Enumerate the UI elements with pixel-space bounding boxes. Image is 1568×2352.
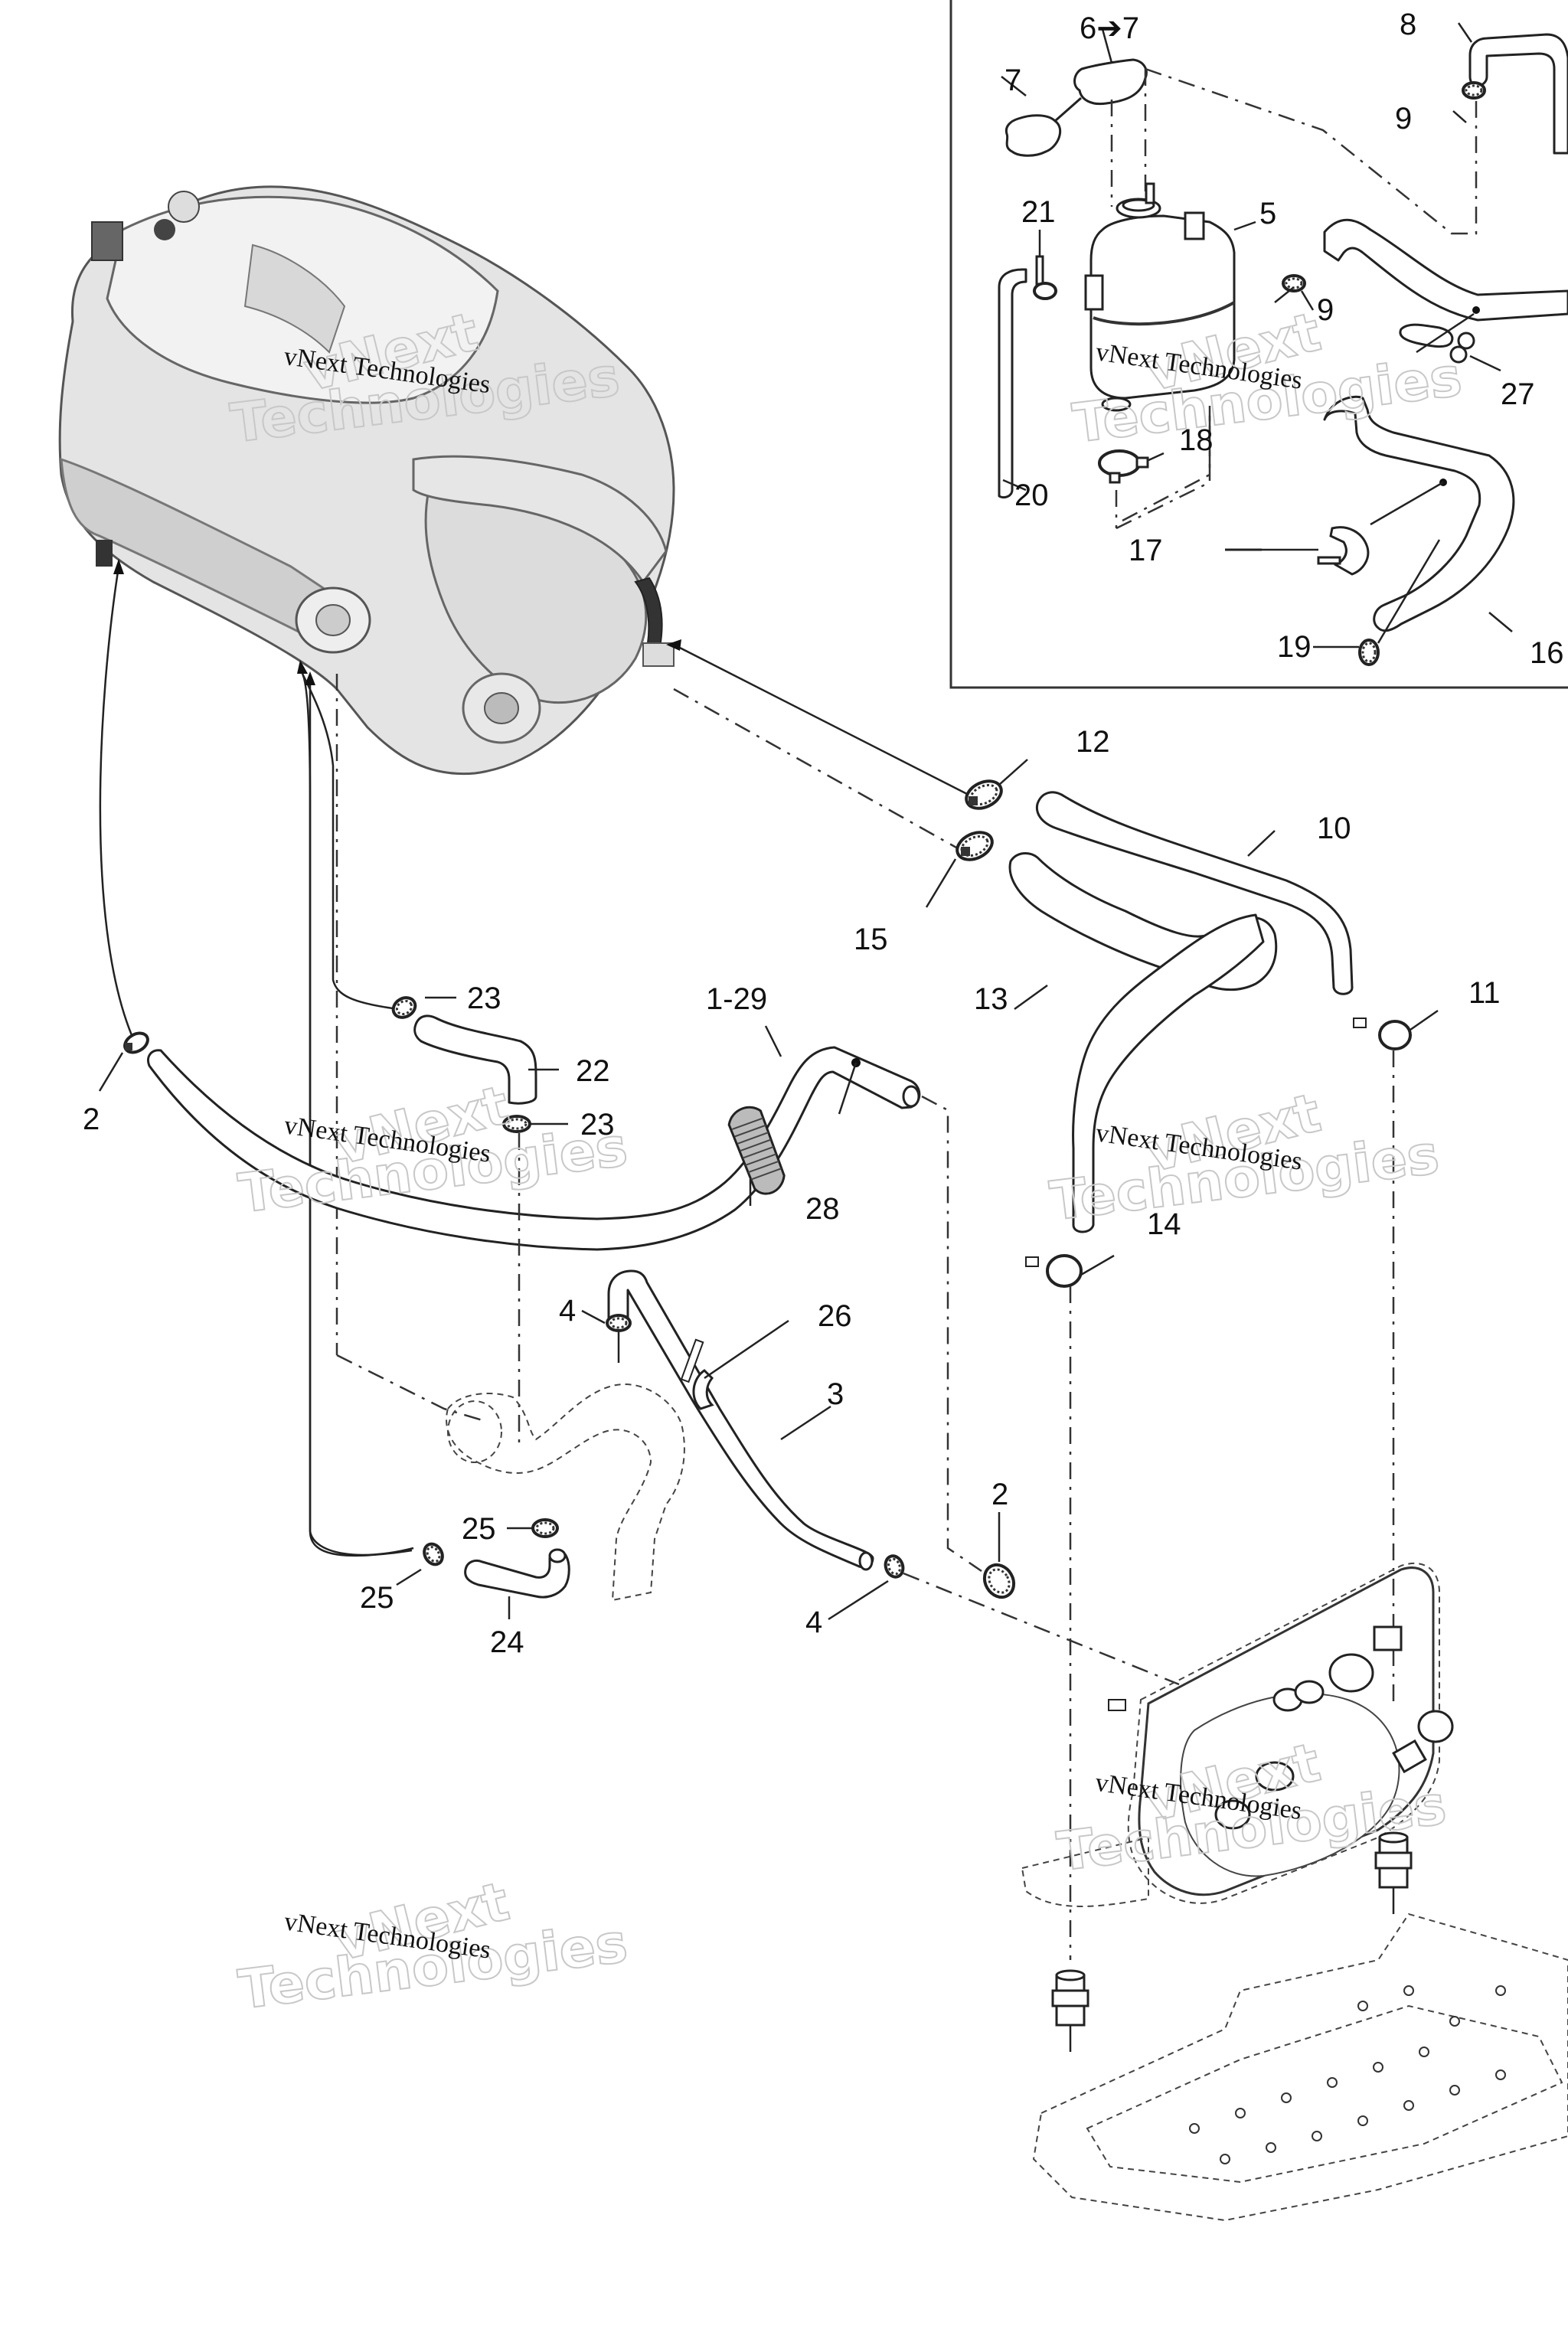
hose-22	[413, 1014, 537, 1105]
hose-1-29-end	[902, 1085, 920, 1108]
align-hose8-line	[1145, 46, 1478, 235]
engine-dash-line-3	[673, 688, 964, 853]
callout-23-lower: 23	[580, 1108, 615, 1142]
hose-marker-dot	[1472, 306, 1480, 314]
align-line-3	[903, 1572, 1180, 1686]
callout-7: 7	[1004, 64, 1021, 97]
tie-clamp-21	[1033, 255, 1057, 300]
align-line-1-29	[921, 1095, 982, 1573]
callout-23-upper: 23	[467, 982, 501, 1015]
clamp-4-lower	[884, 1554, 905, 1579]
watermark-5: vNext Technologies vNext Technologies	[234, 1869, 632, 2022]
reservoir-cap	[1073, 58, 1148, 106]
inset-frame	[949, 0, 1568, 689]
callout-26: 26	[818, 1299, 852, 1333]
callout-15: 15	[854, 923, 888, 956]
protective-sleeve-28	[727, 1106, 786, 1195]
callout-12: 12	[1076, 725, 1110, 759]
clamp-9-middle	[1282, 274, 1306, 292]
callout-16: 16	[1530, 636, 1564, 670]
cap-tether	[1054, 96, 1082, 122]
callout-20: 20	[1014, 479, 1049, 512]
callout-14: 14	[1147, 1207, 1181, 1241]
callout-19: 19	[1277, 630, 1312, 664]
callout-9-upper: 9	[1395, 102, 1412, 136]
clamp-11	[1353, 1018, 1412, 1050]
callout-17: 17	[1129, 534, 1163, 567]
callout-2-left: 2	[83, 1102, 100, 1136]
inset-leaders	[1001, 22, 1513, 648]
engine-assembly	[58, 185, 675, 776]
clamp-25-right	[531, 1518, 559, 1538]
clamp-9-upper	[1462, 81, 1486, 100]
callout-labels: 6➔7 8 7 9 21 5 9 27 18 20 17 19 16 12 10…	[83, 8, 1564, 1659]
callout-11: 11	[1468, 976, 1501, 1010]
fitting-left	[1051, 1969, 1089, 2027]
clamp-4-upper	[606, 1314, 632, 1332]
callout-2-lower: 2	[991, 1478, 1008, 1511]
hose-clip-17	[1317, 526, 1370, 576]
clamp-14	[1025, 1254, 1083, 1288]
hose-13-branch	[1072, 913, 1265, 1233]
clamp-2-lower	[982, 1563, 1016, 1599]
callout-28: 28	[805, 1192, 840, 1226]
clamp-15	[956, 831, 994, 861]
callout-4-upper: 4	[559, 1294, 576, 1328]
callout-18: 18	[1179, 423, 1214, 457]
hose-inset-middle	[1323, 218, 1568, 322]
coolant-reservoir	[1084, 182, 1236, 412]
clamp-23-lower	[502, 1115, 531, 1133]
clamp-25-left	[423, 1542, 444, 1566]
callout-9-middle: 9	[1317, 293, 1334, 327]
cap-gasket	[1004, 114, 1062, 157]
callout-13: 13	[974, 982, 1008, 1016]
callout-27: 27	[1501, 377, 1535, 411]
callout-5: 5	[1259, 197, 1276, 230]
hose-1-29	[147, 1046, 921, 1251]
callout-24: 24	[490, 1625, 524, 1659]
clamp-19	[1358, 639, 1380, 666]
pump-housing	[1021, 1562, 1454, 1907]
callout-3: 3	[827, 1377, 844, 1411]
hose-16	[1323, 395, 1515, 632]
clamp-12	[965, 779, 1003, 810]
hose-20	[998, 268, 1027, 499]
cable-tie-26	[680, 1338, 714, 1410]
callout-22: 22	[576, 1054, 610, 1088]
engine-dash-line-2	[336, 1354, 483, 1422]
callout-8: 8	[1400, 8, 1416, 41]
main-leaders	[98, 759, 1439, 1621]
clamp-2-left	[123, 1031, 149, 1054]
base-plate	[1032, 1913, 1568, 2222]
engine-flow-lines	[99, 559, 969, 1557]
callout-25-left: 25	[360, 1581, 394, 1615]
fitting-right	[1374, 1831, 1413, 1889]
callout-10: 10	[1317, 812, 1351, 845]
callout-6-7: 6➔7	[1080, 11, 1139, 45]
exhaust-manifold-outline	[446, 1383, 685, 1602]
hose-retainer-27	[1399, 323, 1475, 364]
callout-4-lower: 4	[805, 1606, 822, 1639]
clamp-18	[1098, 449, 1149, 484]
reservoir-inset	[949, 0, 1568, 689]
callout-21: 21	[1021, 195, 1056, 229]
hose-10	[1035, 791, 1354, 995]
callout-1-29: 1-29	[706, 982, 767, 1016]
clamp-23-upper	[391, 996, 417, 1019]
callout-25-right: 25	[462, 1512, 496, 1546]
